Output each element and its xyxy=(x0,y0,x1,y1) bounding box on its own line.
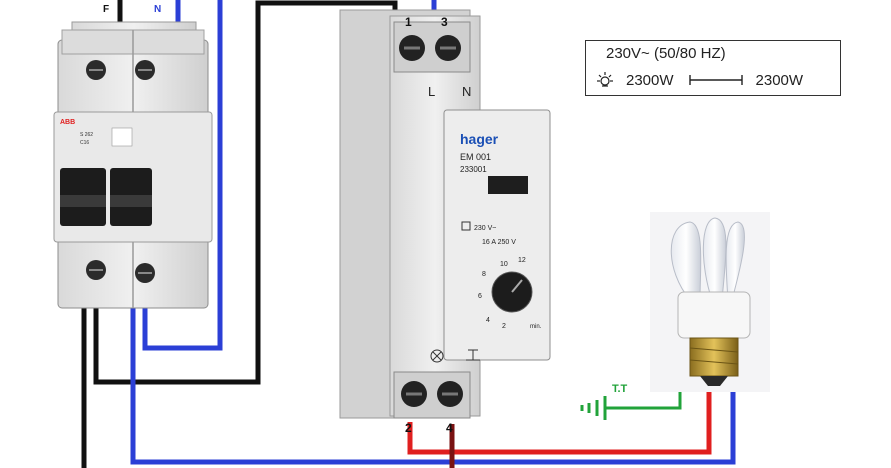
breaker-model: S 262 xyxy=(80,132,93,138)
staircase-timer: 1 3 L N hager EM 001 233001 230 V~ 16 A … xyxy=(339,9,551,435)
terminal-n-label: N xyxy=(462,84,471,99)
breaker-brand: ABB xyxy=(60,119,75,126)
timer-model: EM 001 xyxy=(460,152,491,162)
terminal-2-label: 2 xyxy=(405,421,412,435)
spec-box: 230V~ (50/80 HZ) 2300W 2300W xyxy=(585,40,841,96)
coil-icon xyxy=(461,221,471,231)
earth-label: T.T xyxy=(612,383,628,395)
power-spec-row: 2300W 2300W xyxy=(596,71,803,89)
dial-tick-6: 6 xyxy=(478,293,482,300)
dial-tick-4: 4 xyxy=(486,317,490,324)
timer-brand: hager xyxy=(460,131,499,147)
terminal-l-label: L xyxy=(428,84,435,99)
resistive-power: 2300W xyxy=(755,71,804,89)
terminal-3-label: 3 xyxy=(441,15,448,29)
dial-tick-2: 2 xyxy=(502,323,506,330)
earth-ground-icon xyxy=(580,396,607,420)
dial-tick-10: 10 xyxy=(500,261,508,268)
wire-phase-to-timer xyxy=(93,0,398,385)
timer-push-button xyxy=(488,176,528,194)
terminal-1-label: 1 xyxy=(405,15,412,29)
supply-spec: 230V~ (50/80 HZ) xyxy=(606,45,726,62)
sun-lamp-icon xyxy=(597,72,613,87)
timer-ref: 233001 xyxy=(460,165,487,174)
dial-tick-12: 12 xyxy=(518,257,526,264)
breaker-rating: C16 xyxy=(80,140,89,146)
resistor-icon xyxy=(688,75,743,85)
dial-unit: min. xyxy=(530,324,542,330)
wire-switched-to-lamp xyxy=(407,380,712,455)
circuit-breaker: ABB S 262 C16 xyxy=(53,21,213,309)
lamp-power: 2300W xyxy=(626,71,674,89)
timer-dial xyxy=(491,271,533,313)
lamp-symbol-icon xyxy=(430,349,444,363)
lamp-icon xyxy=(650,212,770,392)
terminal-4-label: 4 xyxy=(446,421,453,435)
wire-neutral-to-timer xyxy=(142,0,223,351)
dial-tick-8: 8 xyxy=(482,271,486,278)
label-phase: F xyxy=(103,4,109,15)
coil-voltage: 230 V~ xyxy=(474,225,496,232)
contact-rating: 16 A 250 V xyxy=(482,239,516,246)
label-neutral: N xyxy=(154,4,161,15)
pushbutton-symbol-icon xyxy=(466,349,480,361)
wire-neutral-to-lamp xyxy=(130,305,736,465)
